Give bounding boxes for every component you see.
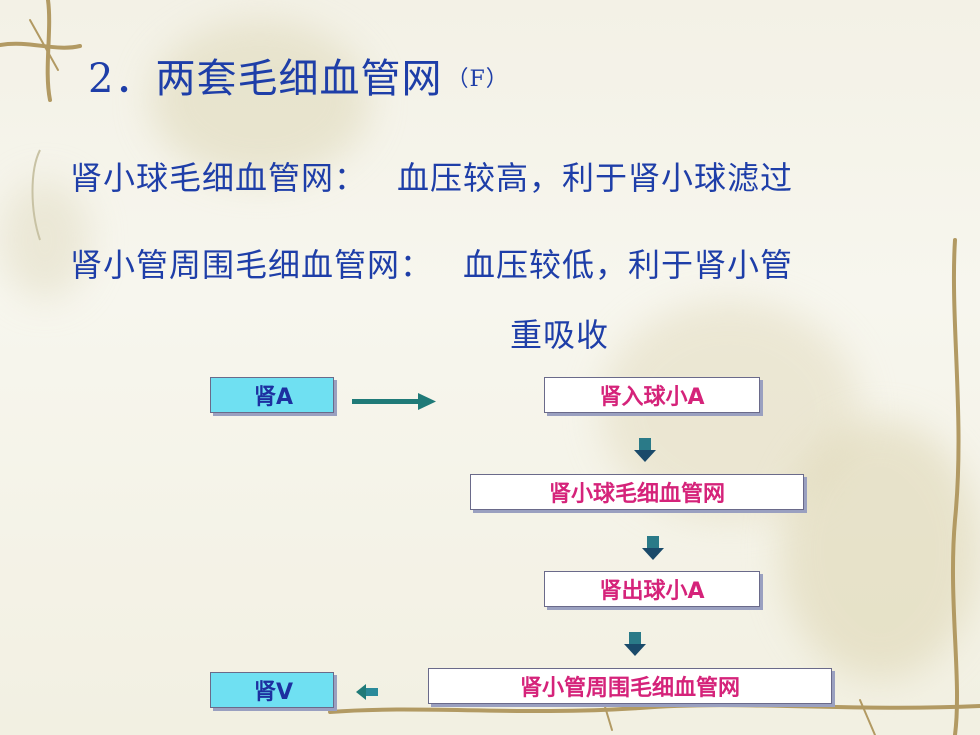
line-label: 肾小管周围毛细血管网： — [70, 246, 434, 284]
title-suffix: （F） — [446, 67, 509, 92]
down-arrow-icon — [624, 632, 646, 656]
background-blossom — [150, 20, 370, 180]
background-blossom — [0, 180, 90, 300]
renal-artery-box: 肾A — [210, 377, 334, 413]
down-arrow-icon — [642, 536, 664, 560]
peritubular-network-line: 肾小管周围毛细血管网： 血压较低，利于肾小管 — [70, 240, 793, 286]
left-arrow-icon — [356, 684, 378, 700]
afferent-arteriole-box: 肾入球小A — [544, 377, 760, 413]
slide-title: 2．两套毛细血管网（F） — [88, 46, 509, 104]
glomerular-network-line: 肾小球毛细血管网： 血压较高，利于肾小球滤过 — [70, 153, 793, 199]
line-label: 肾小球毛细血管网： — [70, 159, 368, 197]
right-arrow-icon — [352, 393, 436, 410]
renal-vein-box: 肾V — [210, 672, 334, 708]
background-blossom — [780, 420, 980, 680]
line-text: 重吸收 — [510, 316, 610, 354]
down-arrow-icon — [634, 438, 656, 462]
title-main: 2．两套毛细血管网 — [88, 56, 443, 102]
line-text: 血压较高，利于肾小球滤过 — [397, 159, 794, 197]
efferent-arteriole-box: 肾出球小A — [544, 571, 760, 607]
glomerular-capillary-box: 肾小球毛细血管网 — [470, 474, 804, 510]
line-text: 血压较低，利于肾小管 — [463, 246, 794, 284]
reabsorption-line: 重吸收 — [510, 310, 609, 356]
peritubular-capillary-box: 肾小管周围毛细血管网 — [428, 668, 832, 704]
